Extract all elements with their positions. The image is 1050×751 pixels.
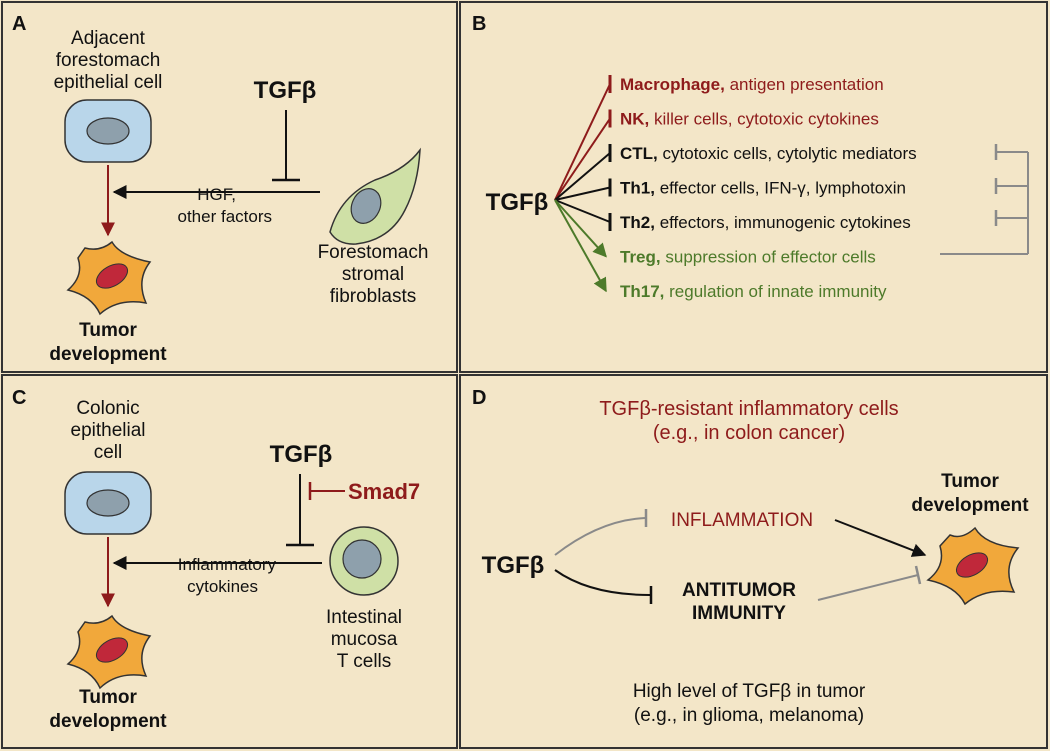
tumor-label-line2: development [911, 495, 1029, 516]
target-name-3: Th1, [620, 179, 655, 198]
t-cell-label-line3: T cells [337, 651, 392, 672]
tumor-cell-icon [66, 240, 152, 316]
panel-c-letter: C [12, 387, 26, 409]
panel-d-border [459, 374, 1048, 749]
target-row-1: NK, killer cells, cytotoxic cytokines [620, 110, 879, 129]
t-cell-icon [329, 526, 399, 596]
treg-feedback [940, 144, 1029, 255]
panel-c: C Colonic epithelial cell Tumor developm… [12, 387, 420, 732]
resistant-cells-label-line1: TGFβ-resistant inflammatory cells [599, 398, 898, 420]
target-row-4: Th2, effectors, immunogenic cytokines [620, 213, 911, 232]
target-desc-3: effector cells, IFN-γ, lymphotoxin [660, 179, 906, 198]
tgfb-link-4 [554, 199, 611, 223]
fibroblast-icon [329, 147, 421, 245]
epithelial-cell-label-line1: Adjacent [71, 28, 146, 49]
target-desc-0: antigen presentation [730, 75, 884, 94]
panel-b: B TGFβ Macrophage, antigen presentationN… [472, 13, 1029, 301]
cytokines-label-line1: Inflammatory [178, 555, 277, 574]
colonic-epithelial-cell-icon [64, 471, 152, 535]
tgfb-label: TGFβ [486, 189, 549, 216]
inflammation-to-tumor-arrow [834, 519, 927, 557]
panel-a-border [1, 1, 458, 373]
tgfb-link-1 [554, 117, 611, 201]
target-name-4: Th2, [620, 213, 655, 232]
tgfb-inhibit-antitumor-line [554, 569, 651, 596]
factors-label-line1: HGF, [197, 185, 236, 204]
target-desc-4: effectors, immunogenic cytokines [660, 213, 911, 232]
target-name-6: Th17, [620, 282, 664, 301]
tgfb-link-6 [554, 199, 607, 293]
target-desc-2: cytotoxic cells, cytolytic mediators [663, 144, 917, 163]
target-name-1: NK, [620, 110, 649, 129]
antitumor-inhibit-tumor-line [817, 574, 919, 601]
tumor-label-line2: development [49, 344, 167, 365]
panel-d-letter: D [472, 387, 486, 409]
target-row-5: Treg, suppression of effector cells [620, 248, 876, 267]
target-name-5: Treg, [620, 248, 661, 267]
target-row-2: CTL, cytotoxic cells, cytolytic mediator… [620, 144, 917, 163]
epithelial-cell-label-line2: forestomach [56, 50, 161, 71]
fibroblast-label-line3: fibroblasts [330, 286, 417, 307]
target-name-2: CTL, [620, 144, 658, 163]
antitumor-label-line1: ANTITUMOR [682, 580, 796, 601]
high-level-label-line2: (e.g., in glioma, melanoma) [634, 705, 864, 726]
tumor-cell-icon [926, 526, 1020, 606]
inflammation-label: INFLAMMATION [671, 510, 813, 531]
target-desc-1: killer cells, cytotoxic cytokines [654, 110, 879, 129]
fibroblast-label-line2: stromal [342, 264, 404, 285]
panel-a: A Adjacent forestomach epithelial cell T… [12, 13, 428, 365]
tgfb-label: TGFβ [270, 441, 333, 468]
panel-a-letter: A [12, 13, 26, 35]
tgfb-target-links [554, 75, 612, 293]
t-cell-label-line2: mucosa [331, 629, 398, 650]
target-row-0: Macrophage, antigen presentation [620, 75, 884, 94]
target-desc-6: regulation of innate immunity [669, 282, 887, 301]
t-cell-label-line1: Intestinal [326, 607, 402, 628]
target-desc-5: suppression of effector cells [665, 248, 875, 267]
smad7-label: Smad7 [348, 479, 420, 504]
colonic-cell-label-line1: Colonic [76, 398, 139, 419]
antitumor-inhibit-tumor-bar [914, 565, 922, 585]
tumor-label-line1: Tumor [79, 320, 137, 341]
panel-b-border [459, 1, 1048, 373]
tumor-label-line1: Tumor [79, 687, 137, 708]
epithelial-cell-icon [64, 99, 152, 163]
factors-label-line2: other factors [178, 207, 273, 226]
resistant-cells-label-line2: (e.g., in colon cancer) [653, 422, 845, 444]
high-level-label-line1: High level of TGFβ in tumor [633, 681, 866, 702]
tgfb-link-3 [554, 186, 611, 201]
tgfb-link-5 [554, 199, 607, 258]
tgfb-label: TGFβ [254, 77, 317, 104]
fibroblast-label-line1: Forestomach [318, 242, 429, 263]
tumor-label-line1: Tumor [941, 471, 999, 492]
panel-d: D TGFβ-resistant inflammatory cells (e.g… [472, 387, 1029, 726]
cytokines-label-line2: cytokines [187, 577, 258, 596]
tgfb-inhibit-inflammation-line [554, 517, 646, 556]
tgfb-link-2 [554, 152, 611, 201]
panel-c-border [1, 374, 458, 749]
tgfb-label: TGFβ [482, 552, 545, 579]
target-row-3: Th1, effector cells, IFN-γ, lymphotoxin [620, 179, 906, 198]
antitumor-label-line2: IMMUNITY [692, 603, 786, 624]
colonic-cell-label-line2: epithelial [71, 420, 146, 441]
tumor-cell-icon [66, 614, 152, 690]
epithelial-cell-label-line3: epithelial cell [54, 72, 163, 93]
colonic-cell-label-line3: cell [94, 442, 123, 463]
panel-b-letter: B [472, 13, 486, 35]
tumor-label-line2: development [49, 711, 167, 732]
tgfb-link-0 [554, 83, 611, 201]
target-row-6: Th17, regulation of innate immunity [620, 282, 887, 301]
target-name-0: Macrophage, [620, 75, 725, 94]
